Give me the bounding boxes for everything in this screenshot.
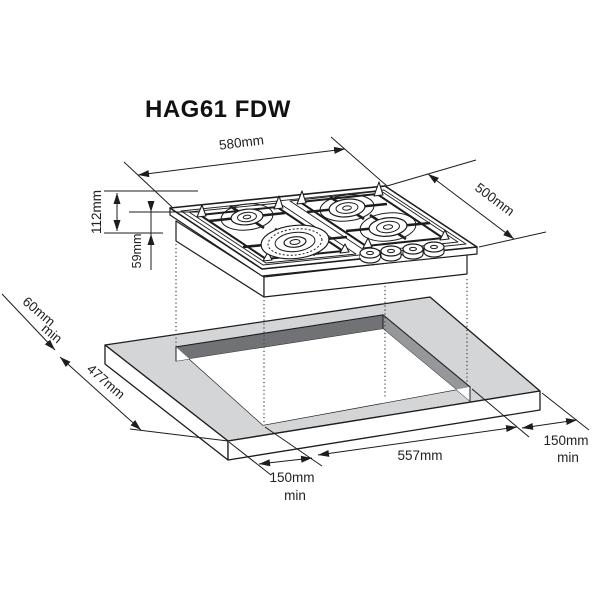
diagram-title: HAG61 FDW [145,96,291,123]
right-clearance-min-label: min [557,450,579,465]
dimension-left-clearance: 150mm min [228,426,323,503]
hob-width-label: 580mm [218,132,265,152]
control-knobs [359,241,445,264]
burner-back-left [230,208,264,226]
burner-front-right [368,217,408,237]
cutout-corner-seams [175,315,471,401]
right-clearance-label: 150mm [543,433,588,448]
knob [380,245,402,262]
left-clearance-min-label: min [284,488,306,503]
knob [359,247,381,264]
worktop-drawing [104,296,541,461]
left-clearance-label: 150mm [269,470,314,485]
rear-clearance-min-label: min [39,321,65,346]
dimension-hob-width: 580mm [123,132,388,208]
hob-drawing [169,181,478,298]
dimension-hob-height: 112mm [89,190,198,234]
burner-back-right [328,198,366,218]
knob [423,241,445,258]
cutout-width-label: 557mm [397,448,442,463]
hob-rim-inner-line [180,189,467,266]
dimension-right-clearance: 150mm min [521,392,590,465]
knob [402,243,424,260]
dimension-rear-clearance: 60mm min [1,293,65,351]
hob-height-label: 112mm [89,190,104,234]
hob-left-panel [188,202,357,264]
dimension-tub-depth: 59mm [129,201,198,270]
cutout-void [176,329,470,425]
dimension-cutout-width: 557mm [317,388,530,463]
burner-front-left-wok [260,224,330,260]
tub-depth-label: 59mm [130,234,144,269]
pan-support-fins [196,181,450,262]
projection-lines [175,244,468,424]
